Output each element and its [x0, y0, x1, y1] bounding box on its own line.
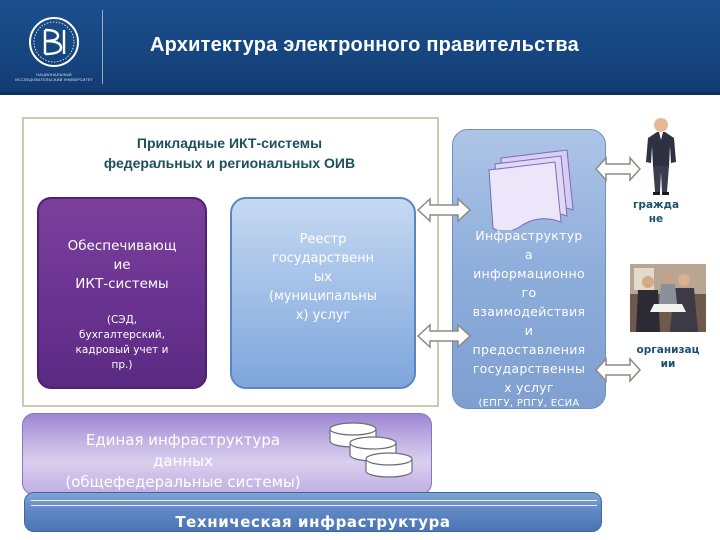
frame-title-line: Прикладные ИКТ-системы: [136, 135, 323, 151]
organizations-line: организац: [636, 344, 700, 356]
registry-line: государственн: [271, 251, 375, 266]
infra-line: взаимодействия: [472, 304, 586, 319]
infra-line: Инфраструктур: [475, 228, 583, 243]
page-title: Архитектура электронного правительства: [150, 34, 579, 56]
header-bar: НАЦИОНАЛЬНЫЙ ИССЛЕДОВАТЕЛЬСКИЙ УНИВЕРСИТ…: [0, 0, 720, 95]
citizens-line: не: [648, 213, 664, 225]
data-bar-line: данных: [153, 452, 213, 470]
double-arrow-icon: [416, 323, 472, 349]
support-sub-line: (СЭД,: [106, 314, 138, 326]
registry-line: (муниципальны: [268, 289, 378, 304]
infra-line: государственны: [472, 361, 586, 376]
data-bar-text: Единая инфраструктура данных (общефедера…: [23, 430, 343, 493]
citizens-line: гражда: [632, 199, 680, 211]
registry-line: х) услуг: [295, 308, 351, 323]
tech-bar-line: [31, 500, 597, 501]
infrastructure-text: Инфраструктур а информационно го взаимод…: [453, 226, 605, 409]
frame-title-line: федеральных и региональных ОИВ: [103, 155, 356, 171]
header-underline: [0, 92, 720, 95]
organizations-line: ии: [660, 358, 676, 370]
infra-line: информационно: [473, 266, 585, 281]
data-bar-line: Единая инфраструктура: [85, 431, 281, 449]
support-sub-line: бухгалтерский,: [79, 329, 165, 341]
support-sub-line: кадровый учет и: [75, 344, 169, 356]
infra-line: и: [524, 323, 534, 338]
technical-infrastructure-bar: Техническая инфраструктура: [24, 492, 602, 532]
double-arrow-icon: [594, 357, 642, 383]
documents-stack-icon: [488, 149, 574, 230]
support-line: Обеспечивающ: [67, 238, 177, 254]
support-systems-box: Обеспечивающ ие ИКТ-системы (СЭД, бухгал…: [37, 197, 207, 389]
data-bar-line: (общефедеральные системы): [65, 473, 301, 491]
double-arrow-icon: [416, 197, 472, 223]
support-sub-line: пр.): [111, 359, 133, 371]
logo-caption: НАЦИОНАЛЬНЫЙ ИССЛЕДОВАТЕЛЬСКИЙ УНИВЕРСИТ…: [15, 72, 93, 82]
tech-bar-line: [31, 505, 597, 506]
database-cylinders-icon: [329, 422, 413, 478]
double-arrow-icon: [594, 156, 642, 182]
support-systems-title: Обеспечивающ ие ИКТ-системы: [39, 237, 205, 294]
registry-line: Реестр: [299, 232, 347, 247]
infra-line: х услуг: [504, 380, 554, 395]
header-divider: [102, 10, 103, 84]
organizations-photo-icon: [630, 264, 706, 332]
frame-title: Прикладные ИКТ-системы федеральных и рег…: [42, 133, 417, 173]
interaction-infrastructure-column: Инфраструктур а информационно го взаимод…: [452, 129, 606, 409]
services-registry-box: Реестр государственн ых (муниципальны х)…: [230, 197, 416, 389]
support-line: ИКТ-системы: [75, 276, 169, 292]
infra-line: го: [521, 285, 537, 300]
infra-line: а: [525, 247, 533, 262]
support-line: ие: [113, 257, 131, 273]
citizens-label: гражда не: [630, 198, 682, 226]
organizations-label: организац ии: [628, 343, 708, 371]
registry-text: Реестр государственн ых (муниципальны х)…: [232, 230, 414, 325]
university-logo: [18, 14, 90, 84]
registry-line: ых: [314, 270, 332, 285]
infra-line: (ЕПГУ, РПГУ, ЕСИА: [478, 398, 580, 409]
citizen-person-icon: [646, 118, 676, 195]
logo-emblem-icon: [29, 17, 79, 67]
support-systems-details: (СЭД, бухгалтерский, кадровый учет и пр.…: [39, 313, 205, 373]
infra-line: предоставления: [472, 342, 586, 357]
tech-bar-label: Техническая инфраструктура: [175, 513, 451, 531]
